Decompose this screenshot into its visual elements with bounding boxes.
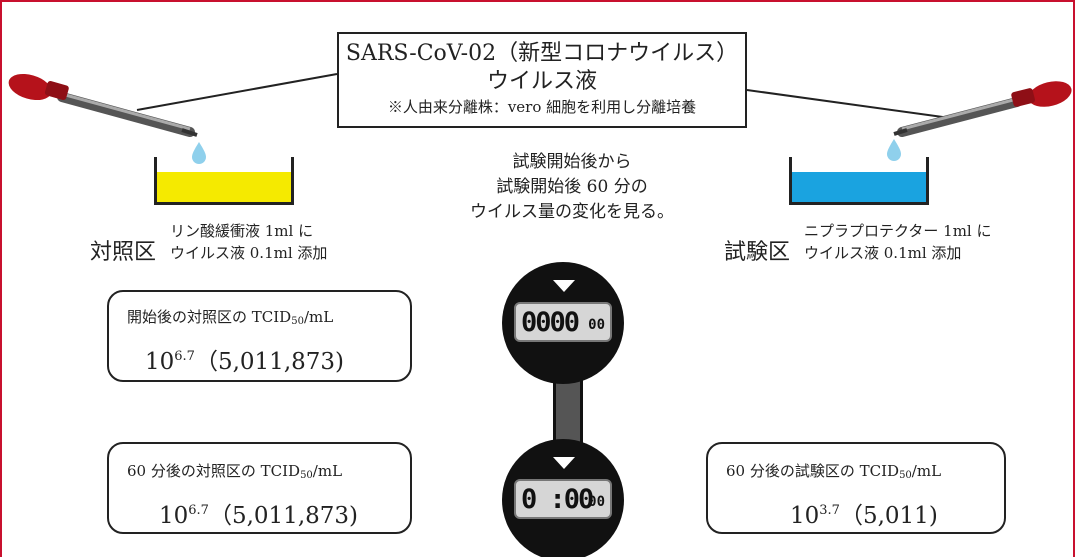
timer-start-display: 0000 00 <box>514 302 612 342</box>
virus-title: SARS-CoV-02（新型コロナウイルス） <box>345 41 739 66</box>
timer-start-main: 0000 <box>521 307 580 338</box>
test-desc-line1: ニプラプロテクター 1ml に <box>804 222 992 240</box>
timer-start-icon: 0000 00 <box>502 262 624 384</box>
virus-note: ※人由来分離株：vero 細胞を利用し分離培養 <box>387 98 697 116</box>
control-60min-label: 60 分後の対照区の TCID50/mL <box>127 462 343 481</box>
test-zone-title: 試験区 <box>724 240 791 265</box>
description-line2: 試験開始後 60 分の <box>496 177 648 197</box>
droplet-right-icon <box>887 139 901 161</box>
control-zone-desc: リン酸緩衝液 1ml に ウイルス液 0.1ml 添加 <box>170 220 327 264</box>
experiment-description: 試験開始後から 試験開始後 60 分の ウイルス量の変化を見る。 <box>442 150 702 225</box>
test-60min-value: 103.7（5,011) <box>790 503 938 529</box>
test-desc-line2: ウイルス液 0.1ml 添加 <box>804 244 962 262</box>
control-60min-value: 106.7（5,011,873) <box>159 503 358 529</box>
pipette-right-icon <box>893 81 1072 137</box>
control-60min-result-box: 60 分後の対照区の TCID50/mL 106.7（5,011,873) <box>107 442 412 534</box>
timer-60min-icon: 0 :00 00 <box>502 439 624 557</box>
control-desc-line2: ウイルス液 0.1ml 添加 <box>170 244 328 262</box>
test-zone-desc: ニプラプロテクター 1ml に ウイルス液 0.1ml 添加 <box>804 220 992 264</box>
timer-start-marker-icon <box>553 280 575 292</box>
timer-start-sub: 00 <box>588 317 605 333</box>
pipette-left-icon <box>8 73 198 137</box>
control-zone-title: 対照区 <box>90 240 157 265</box>
droplet-left-icon <box>192 142 206 164</box>
timer-60min-main: 0 :00 <box>521 484 594 515</box>
test-60min-label: 60 分後の試験区の TCID50/mL <box>726 462 942 481</box>
virus-subtitle: ウイルス液 <box>486 69 597 94</box>
connector-line-right <box>746 89 951 119</box>
timer-60min-marker-icon <box>553 457 575 469</box>
timer-60min-sub: 00 <box>588 494 605 510</box>
timer-60min-display: 0 :00 00 <box>514 479 612 519</box>
control-start-result-box: 開始後の対照区の TCID50/mL 106.7（5,011,873) <box>107 290 412 382</box>
control-start-label: 開始後の対照区の TCID50/mL <box>127 308 334 327</box>
description-line3: ウイルス量の変化を見る。 <box>470 202 674 222</box>
test-liquid <box>792 172 926 202</box>
control-liquid <box>157 172 291 202</box>
test-cup-icon <box>789 157 929 205</box>
control-start-value: 106.7（5,011,873) <box>145 349 344 375</box>
connector-line-left <box>136 73 338 111</box>
control-cup-icon <box>154 157 294 205</box>
virus-title-box: SARS-CoV-02（新型コロナウイルス） ウイルス液 ※人由来分離株：ver… <box>337 32 747 128</box>
description-line1: 試験開始後から <box>512 152 632 172</box>
test-60min-result-box: 60 分後の試験区の TCID50/mL 103.7（5,011) <box>706 442 1006 534</box>
control-desc-line1: リン酸緩衝液 1ml に <box>170 222 314 240</box>
